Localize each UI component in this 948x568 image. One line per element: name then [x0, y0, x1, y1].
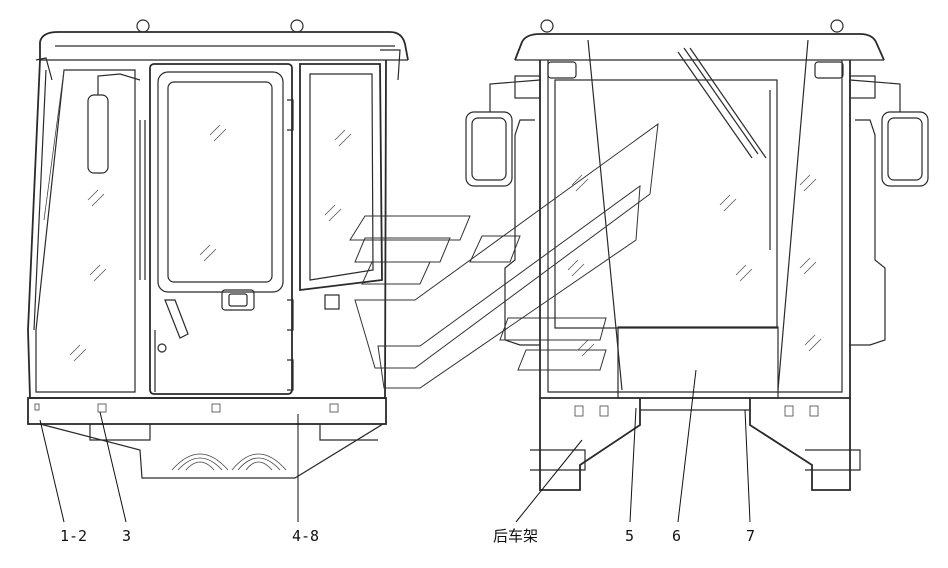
label-part-7: 7: [746, 527, 755, 545]
label-part-1-2: 1-2: [60, 527, 87, 545]
label-rear-frame: 后车架: [493, 527, 538, 545]
label-part-3: 3: [122, 527, 131, 545]
label-part-5: 5: [625, 527, 634, 545]
label-part-4-8: 4-8: [292, 527, 319, 545]
part-labels: 1-2 3 4-8 后车架 5 6 7: [60, 527, 755, 545]
cab-side-view: [27, 19, 409, 479]
leader-lines: [39, 369, 751, 523]
label-part-6: 6: [672, 527, 681, 545]
watermark-logo: [349, 122, 659, 389]
cab-rear-view: [465, 19, 929, 491]
